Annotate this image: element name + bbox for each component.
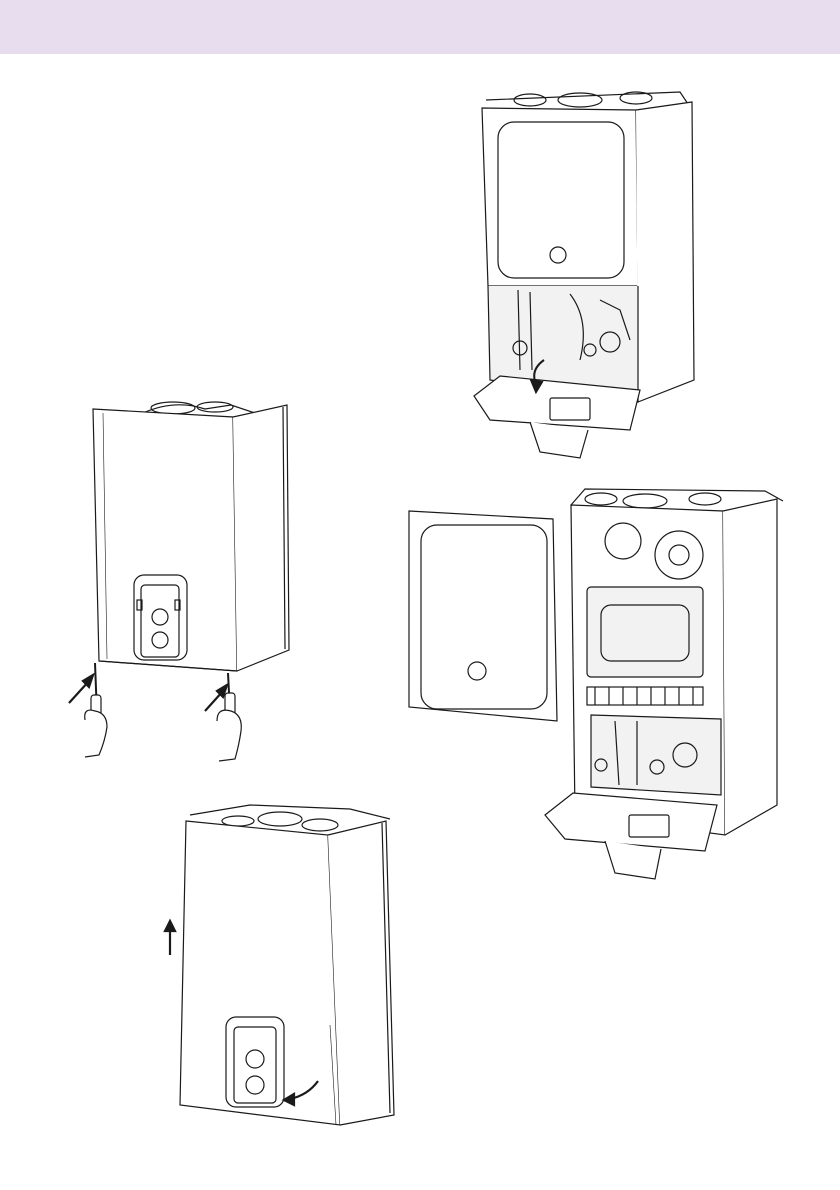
boiler-cover-lift-arrow-icon [150,795,410,1135]
boiler-exploded-figure [405,475,790,895]
header-band [0,0,840,54]
boiler-front-lifting-figure [150,795,410,1135]
boiler-cover-removed-internals-icon [405,475,790,895]
boiler-with-screwdrivers-icon [55,395,315,765]
boiler-panel-open-figure [460,80,710,460]
boiler-control-panel-folded-down-icon [460,80,710,460]
boiler-front-closed-figure [55,395,315,765]
